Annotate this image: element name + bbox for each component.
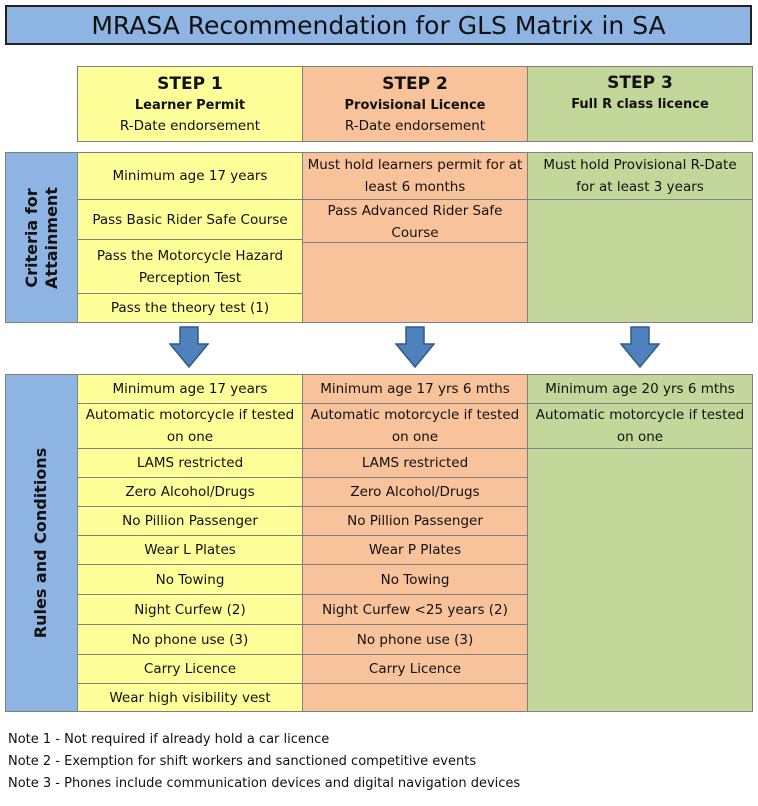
- rules-step1-item: Wear L Plates: [77, 535, 303, 565]
- criteria-step1-item: Minimum age 17 years: [77, 152, 303, 200]
- criteria-step3-empty: [527, 199, 753, 323]
- page-title: MRASA Recommendation for GLS Matrix in S…: [5, 5, 752, 45]
- rules-step1-item: No phone use (3): [77, 624, 303, 655]
- rules-step2-item: Carry Licence: [302, 654, 528, 684]
- rules-label: Rules and Conditions: [31, 447, 51, 639]
- rules-step2-item: No phone use (3): [302, 624, 528, 655]
- rules-step1-item: No Pillion Passenger: [77, 506, 303, 536]
- criteria-side-label: Criteria for Attainment: [5, 152, 78, 323]
- rules-step1-item: LAMS restricted: [77, 448, 303, 478]
- rules-step2-item: Automatic motorcycle if tested on one: [302, 403, 528, 449]
- down-arrow-icon: [169, 326, 209, 368]
- step2-name: Provisional Licence: [344, 98, 486, 113]
- down-arrow-icon: [395, 326, 435, 368]
- rules-step2-item: Minimum age 17 yrs 6 mths: [302, 374, 528, 404]
- step3-label: STEP 3: [607, 73, 673, 93]
- rules-step1-item: Zero Alcohol/Drugs: [77, 477, 303, 507]
- rules-step1-item: Wear high visibility vest: [77, 683, 303, 712]
- criteria-step3-item: Must hold Provisional R-Date for at leas…: [527, 152, 753, 200]
- rules-step2-item: LAMS restricted: [302, 448, 528, 478]
- note-2: Note 2 - Exemption for shift workers and…: [8, 754, 477, 769]
- rules-step3-item: Minimum age 20 yrs 6 mths: [527, 374, 753, 404]
- step1-endorsement: R-Date endorsement: [119, 118, 261, 134]
- rules-step3-empty: [527, 448, 753, 712]
- rules-step1-item: Night Curfew (2): [77, 594, 303, 625]
- step2-endorsement: R-Date endorsement: [344, 118, 486, 134]
- step3-header: STEP 3 Full R class licence: [527, 66, 753, 142]
- criteria-step1-item: Pass the Motorcycle Hazard Perception Te…: [77, 239, 303, 294]
- criteria-step2-item: Must hold learners permit for at least 6…: [302, 152, 528, 200]
- criteria-label: Criteria for Attainment: [21, 186, 61, 289]
- down-arrow-icon: [620, 326, 660, 368]
- step2-label: STEP 2: [382, 74, 448, 94]
- rules-step1-item: Minimum age 17 years: [77, 374, 303, 404]
- rules-step2-item: No Towing: [302, 564, 528, 595]
- note-1: Note 1 - Not required if already hold a …: [8, 732, 330, 747]
- note-3: Note 3 - Phones include communication de…: [8, 776, 521, 791]
- rules-step2-item: No Pillion Passenger: [302, 506, 528, 536]
- rules-step1-item: No Towing: [77, 564, 303, 595]
- criteria-step2-item: Pass Advanced Rider Safe Course: [302, 199, 528, 243]
- rules-step3-item: Automatic motorcycle if tested on one: [527, 403, 753, 449]
- criteria-step2-empty: [302, 242, 528, 323]
- rules-step1-item: Carry Licence: [77, 654, 303, 684]
- step3-name: Full R class licence: [571, 97, 709, 112]
- rules-step1-item: Automatic motorcycle if tested on one: [77, 403, 303, 449]
- rules-step2-item: Night Curfew <25 years (2): [302, 594, 528, 625]
- criteria-step1-item: Pass the theory test (1): [77, 293, 303, 323]
- step2-header: STEP 2 Provisional Licence R-Date endors…: [302, 66, 528, 142]
- step1-name: Learner Permit: [134, 98, 246, 113]
- rules-step2-item: Zero Alcohol/Drugs: [302, 477, 528, 507]
- step1-header: STEP 1 Learner Permit R-Date endorsement: [77, 66, 303, 142]
- rules-side-label: Rules and Conditions: [5, 374, 78, 712]
- step1-label: STEP 1: [157, 74, 223, 94]
- rules-step2-item: Wear P Plates: [302, 535, 528, 565]
- rules-step2-empty: [302, 683, 528, 712]
- criteria-step1-item: Pass Basic Rider Safe Course: [77, 199, 303, 240]
